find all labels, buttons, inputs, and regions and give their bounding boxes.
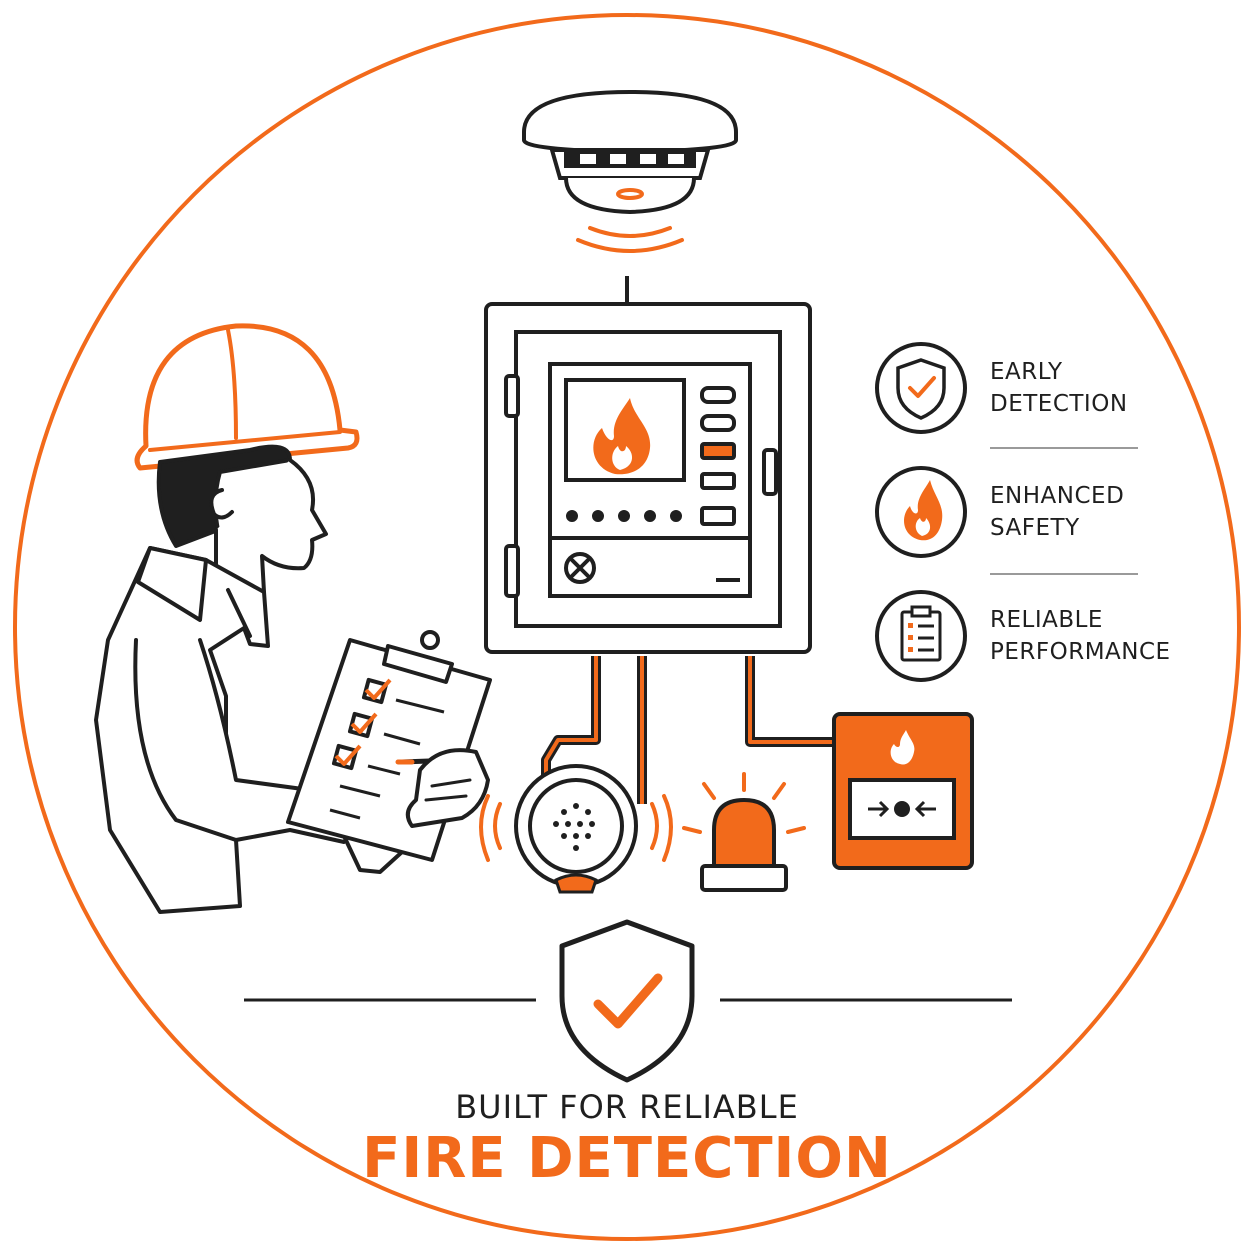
technician-figure — [94, 323, 404, 914]
clipboard-checklist-icon — [900, 605, 942, 662]
feature-line2: SAFETY — [990, 515, 1080, 541]
feature-reliable-performance: RELIABLE PERFORMANCE — [990, 604, 1230, 668]
feature-2-icon — [875, 466, 967, 558]
strobe-beacon-icon — [682, 772, 806, 892]
fire-alarm-control-panel — [484, 302, 812, 654]
flame-icon — [904, 480, 943, 541]
feature-early-detection: EARLY DETECTION — [990, 356, 1230, 420]
sound-waves-icon — [479, 794, 673, 862]
alarm-sounder-icon — [514, 764, 638, 894]
pen-hand — [395, 748, 490, 828]
shield-check-icon — [896, 358, 946, 420]
feature-line2: PERFORMANCE — [990, 639, 1171, 665]
feature-line1: EARLY — [990, 359, 1063, 385]
feature-3-icon — [875, 590, 967, 682]
smoke-detector-icon — [522, 89, 738, 215]
feature-line1: ENHANCED — [990, 483, 1125, 509]
clipboard-icon — [286, 630, 492, 862]
feature-line2: DETECTION — [990, 391, 1128, 417]
tagline-line1: BUILT FOR RELIABLE — [455, 1088, 799, 1126]
flame-icon — [593, 398, 651, 475]
hard-hat-icon — [134, 323, 360, 471]
feature-enhanced-safety: ENHANCED SAFETY — [990, 480, 1230, 544]
shield-check-icon — [559, 919, 695, 1083]
manual-call-point-icon — [832, 712, 974, 870]
feature-line1: RELIABLE — [990, 607, 1103, 633]
signal-waves-icon — [576, 226, 684, 253]
tagline-line2: FIRE DETECTION — [362, 1126, 892, 1191]
feature-1-icon — [875, 342, 967, 434]
outer-circle-frame — [13, 13, 1241, 1241]
